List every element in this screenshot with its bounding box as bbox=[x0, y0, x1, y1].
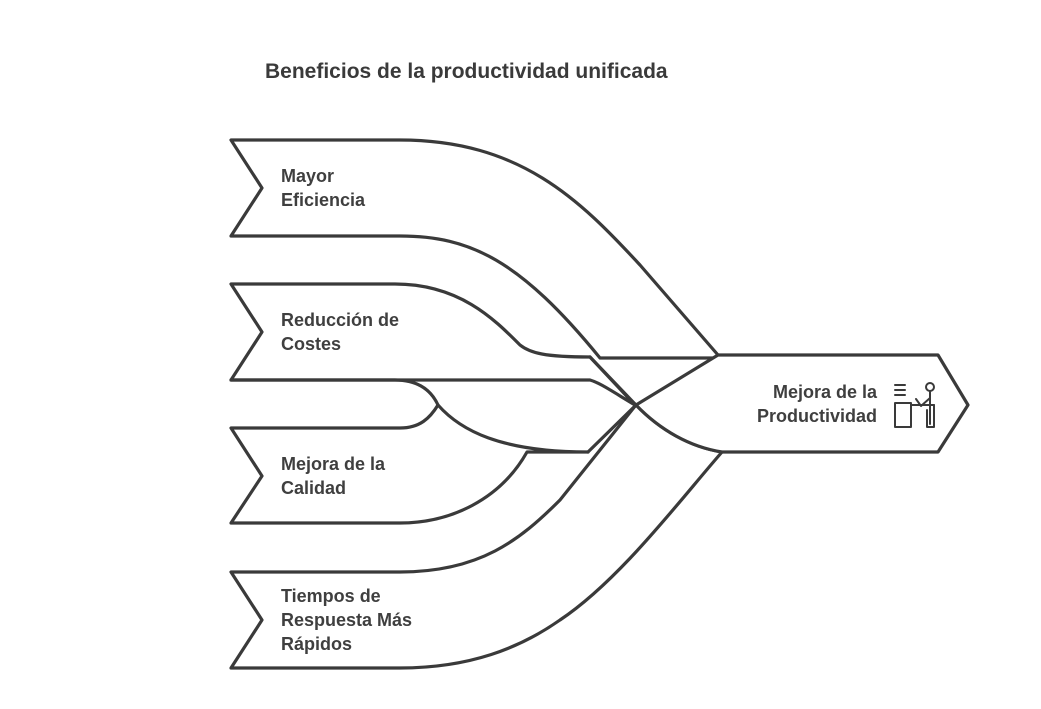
diagram-title: Beneficios de la productividad unificada bbox=[265, 60, 668, 83]
label-line: Rápidos bbox=[281, 634, 353, 654]
label-line: Mayor bbox=[281, 166, 335, 186]
branch-tiempos-respuesta bbox=[229, 403, 724, 670]
label-line: Mejora de la bbox=[772, 382, 877, 402]
connector-merge bbox=[586, 355, 638, 454]
label-line: Mejora de la bbox=[281, 454, 386, 474]
label-line: Reducción de bbox=[281, 310, 400, 330]
label-line: Tiempos de bbox=[281, 586, 381, 606]
label-line: Respuesta Más bbox=[281, 610, 413, 630]
input-label-reduccion-costes: Reducción de Costes bbox=[281, 308, 399, 356]
input-label-tiempos-respuesta: Tiempos de Respuesta Más Rápidos bbox=[281, 584, 412, 656]
connector-branch-2-3 bbox=[229, 378, 440, 407]
input-label-mayor-eficiencia: Mayor Eficiencia bbox=[281, 164, 365, 212]
output-label-mejora-productividad: Mejora de la Productividad bbox=[740, 380, 877, 428]
output-arrow bbox=[634, 353, 970, 454]
label-line: Costes bbox=[281, 334, 342, 354]
branch-mejora-calidad bbox=[229, 403, 590, 525]
label-line: Productividad bbox=[756, 406, 877, 426]
label-line: Eficiencia bbox=[281, 190, 366, 210]
label-line: Calidad bbox=[281, 478, 347, 498]
person-at-desk-icon bbox=[894, 382, 935, 428]
input-label-mejora-calidad: Mejora de la Calidad bbox=[281, 452, 385, 500]
branch-reduccion-costes bbox=[229, 282, 637, 407]
